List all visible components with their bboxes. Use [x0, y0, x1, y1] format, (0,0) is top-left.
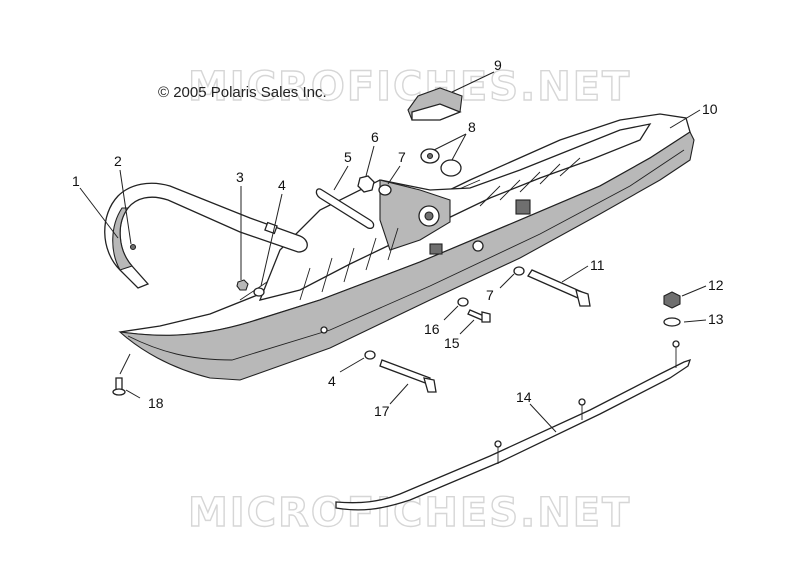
callout-4-b: 4 [328, 373, 336, 389]
part-3-nut [236, 279, 249, 291]
callout-11: 11 [590, 257, 605, 273]
part-4-washer [253, 287, 265, 297]
callout-2: 2 [114, 153, 122, 169]
part-4-washer-b [364, 350, 376, 360]
part-7-washer-b [513, 266, 525, 276]
callout-5: 5 [344, 149, 352, 165]
part-16-washer [457, 297, 469, 307]
callout-labels: 1 2 3 4 5 6 7 8 9 10 11 12 13 14 15 16 7… [72, 57, 724, 419]
callout-10: 10 [702, 101, 718, 117]
callout-8: 8 [468, 119, 476, 135]
callout-4: 4 [278, 177, 286, 193]
ski-body [118, 113, 695, 381]
leader-lines [79, 71, 707, 433]
part-5-pin [315, 188, 375, 230]
callout-15: 15 [444, 335, 460, 351]
callout-7-b: 7 [486, 287, 494, 303]
part-18-bolt [112, 377, 126, 396]
callout-9: 9 [494, 57, 502, 73]
callout-16: 16 [424, 321, 440, 337]
part-14-runner [335, 340, 692, 511]
part-6-nut [357, 175, 375, 193]
callout-7: 7 [398, 149, 406, 165]
ski-handle [104, 182, 308, 289]
part-7-washer [378, 184, 392, 196]
callout-3: 3 [236, 169, 244, 185]
callout-6: 6 [371, 129, 379, 145]
part-8-washer-b [440, 159, 462, 177]
callout-18: 18 [148, 395, 164, 411]
part-11-bolt [527, 269, 591, 307]
part-12-nut [663, 291, 681, 309]
part-13-washer [663, 317, 681, 327]
watermark-top: MICROFICHES.NET [188, 64, 631, 110]
callout-17: 17 [374, 403, 390, 419]
callout-14: 14 [516, 389, 532, 405]
callout-12: 12 [708, 277, 724, 293]
callout-13: 13 [708, 311, 724, 327]
part-15-bolt [467, 309, 491, 323]
part-17-bolt [379, 359, 437, 393]
copyright-notice: © 2005 Polaris Sales Inc. [158, 84, 327, 101]
callout-1: 1 [72, 173, 80, 189]
